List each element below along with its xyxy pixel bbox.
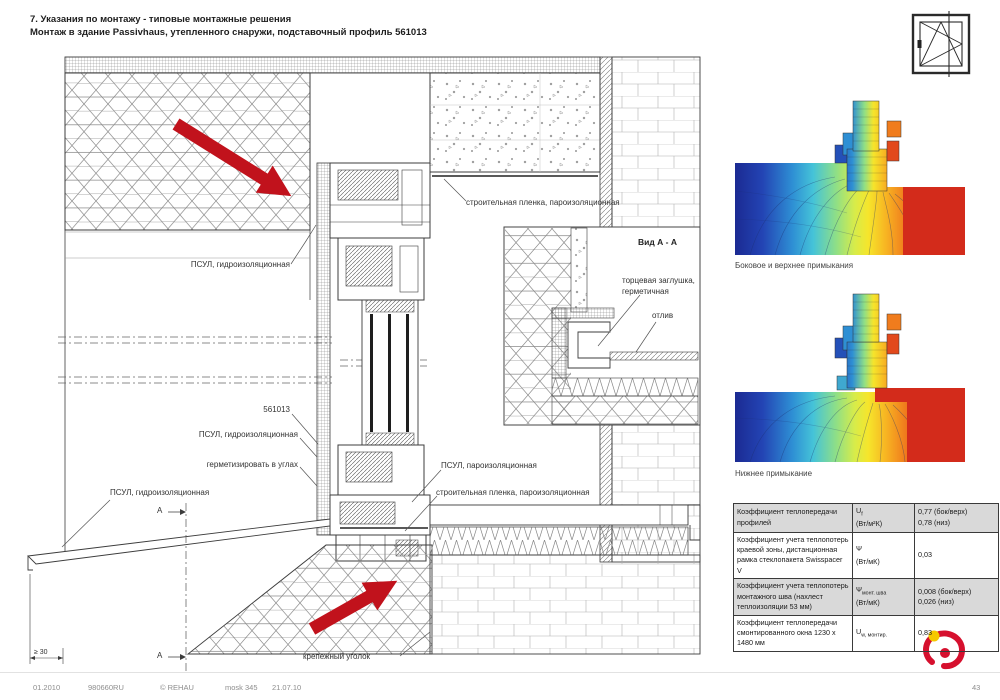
coef-desc: Коэффициент теплопередачи смонтированног… [733, 614, 853, 652]
thermal-image-bottom [734, 293, 965, 463]
coef-symbol: Uf (Вт/м²К) [852, 503, 915, 533]
page-header: 7. Указания по монтажу - типовые монтажн… [30, 13, 427, 39]
table-row: Коэффициент теплопередачи смонтированног… [733, 614, 999, 652]
symbol-sub: f [861, 511, 863, 518]
symbol-unit: (Вт/м²К) [856, 519, 883, 529]
footer-copyright: © REHAU [160, 683, 194, 692]
inset-title: Вид А - А [638, 237, 677, 247]
footer-date: 01.2010 [33, 683, 61, 692]
thermal-caption-bottom: Нижнее примыкание [735, 469, 813, 478]
page-subtitle: Монтаж в здание Passivhaus, утепленного … [30, 27, 427, 38]
table-row: Коэффициент учета теплопотерь краевой зо… [733, 531, 999, 580]
label-film-vapor-bottom: строительная пленка, пароизоляционная [436, 488, 590, 497]
coef-desc: Коэффициент теплопередачи профилей [733, 503, 853, 533]
coef-desc: Коэффициент учета теплопотерь монтажного… [733, 578, 853, 616]
label-seal-corners: герметизировать в углах [206, 460, 298, 469]
label-psul-hydro-mid: ПСУЛ, гидроизоляционная [198, 430, 298, 439]
symbol-sub: w, монтир. [861, 632, 887, 639]
thermal-image-side-top [734, 100, 965, 256]
thermal-caption-top: Боковое и верхнее примыкания [735, 261, 854, 270]
symbol-unit: (Вт/мК) [856, 598, 880, 608]
coef-symbol: Uw, монтир. [852, 614, 915, 652]
symbol-unit: (Вт/мК) [856, 556, 880, 566]
value-line: 0,77 (бок/верх) [918, 507, 968, 517]
coef-value: 0,008 (бок/верх) 0,026 (низ) [914, 578, 999, 616]
footer-date2: 21.07.10 [272, 683, 302, 692]
page-title: 7. Указания по монтажу - типовые монтажн… [30, 14, 292, 25]
label-section-a-bottom: А [157, 651, 163, 660]
symbol: Ψ [856, 543, 863, 553]
label-otliv: отлив [652, 311, 674, 320]
coef-value: 0,77 (бок/верх) 0,78 (низ) [914, 503, 999, 533]
table-row: Коэффициент учета теплопотерь монтажного… [733, 578, 999, 616]
label-fixing-bracket: крепежный уголок [303, 652, 371, 661]
coef-desc: Коэффициент учета теплопотерь краевой зо… [733, 531, 853, 580]
page-number: 43 [972, 683, 981, 692]
footer-doc-code: 980660RU [88, 683, 124, 692]
value-line: 0,83 [918, 628, 932, 638]
footer-ref: mosk 345 [225, 683, 258, 692]
inset-detail-view [503, 226, 701, 426]
coef-value: 0,03 [914, 531, 999, 580]
value-line: 0,78 (низ) [918, 517, 951, 527]
value-line: 0,03 [918, 550, 932, 560]
footer: 01.2010 980660RU © REHAU mosk 345 21.07.… [0, 672, 1000, 700]
label-section-a-top: А [157, 506, 163, 515]
red-arrow-bottom [308, 580, 398, 635]
coef-symbol: Ψ (Вт/мК) [852, 531, 915, 580]
section-drawing [27, 56, 701, 672]
coefficients-table: Коэффициент теплопередачи профилей Uf (В… [733, 503, 999, 652]
red-arrow-top [172, 118, 292, 197]
label-profile-code: 561013 [263, 405, 290, 414]
symbol: Ψ [856, 585, 863, 595]
label-end-plug: торцевая заглушка, герметичная [622, 276, 695, 296]
coef-value: 0,83 [914, 614, 999, 652]
label-psul-vapor: ПСУЛ, пароизоляционная [441, 461, 537, 470]
symbol-sub: монт. шва [862, 590, 887, 597]
label-psul-hydro-top: ПСУЛ, гидроизоляционная [190, 260, 290, 269]
window-symbol-icon [911, 11, 971, 77]
coef-symbol: Ψмонт. шва (Вт/мК) [852, 578, 915, 616]
label-psul-hydro-low: ПСУЛ, гидроизоляционная [110, 488, 210, 497]
value-line: 0,008 (бок/верх) [918, 586, 972, 596]
symbol: U [856, 506, 862, 515]
table-row: Коэффициент теплопередачи профилей Uf (В… [733, 503, 999, 533]
symbol: U [856, 626, 862, 636]
value-line: 0,026 (низ) [918, 596, 955, 606]
label-dim-min30: ≥ 30 [34, 649, 48, 656]
label-film-vapor-top: строительная пленка, пароизоляционная [466, 198, 620, 207]
